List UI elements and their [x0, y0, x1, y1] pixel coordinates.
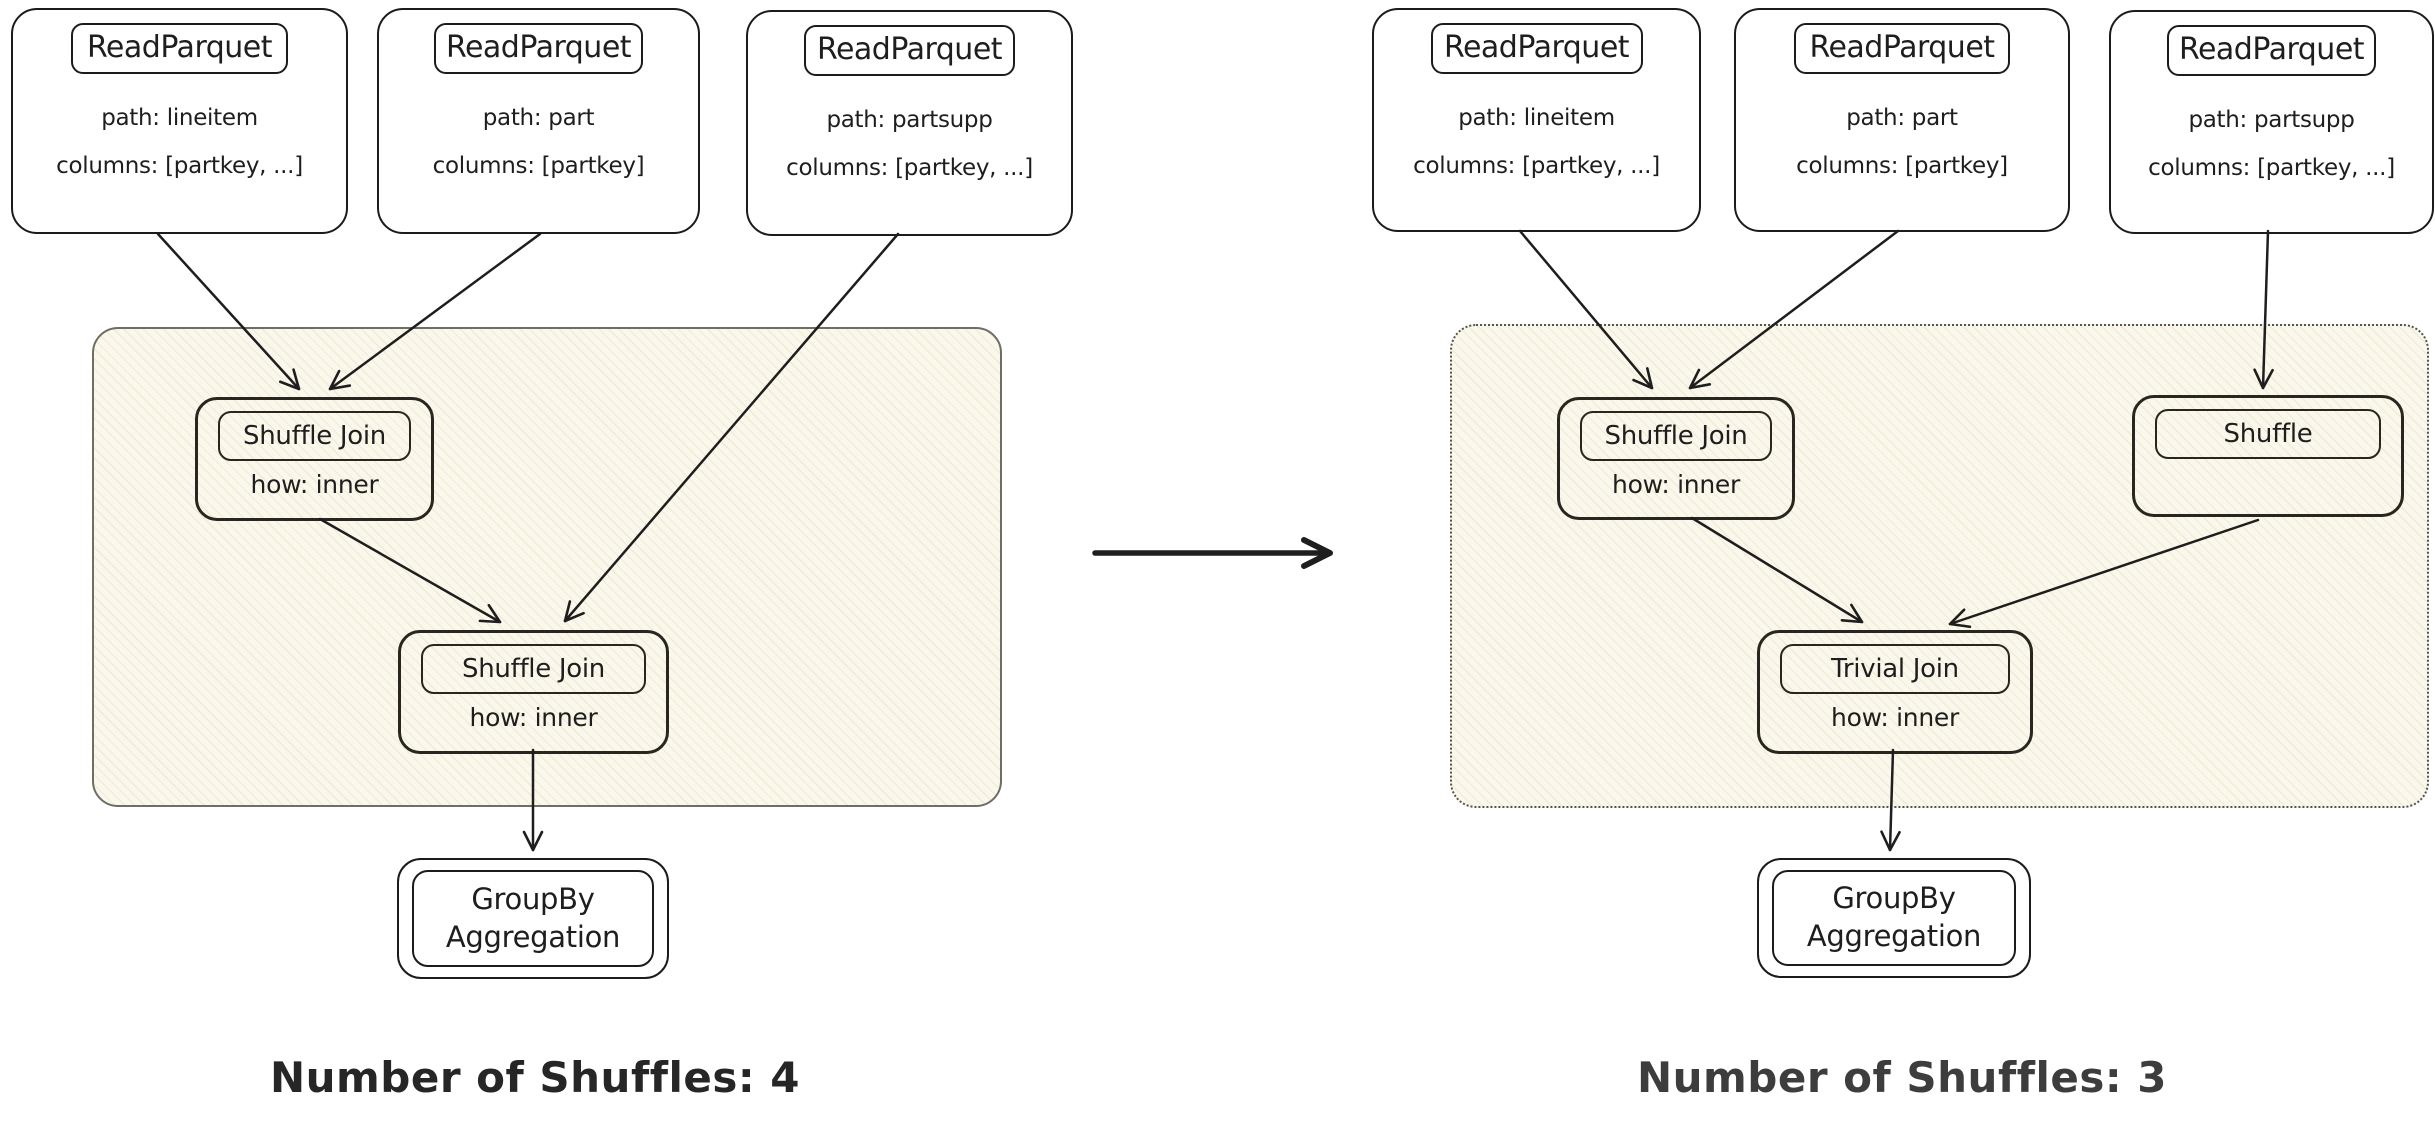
node-title: ReadParquet [70, 23, 289, 74]
left-caption: Number of Shuffles: 4 [269, 1053, 801, 1102]
node-path: path: part [482, 105, 595, 131]
groupby-label: GroupBy Aggregation [1772, 870, 2016, 966]
left-groupby-aggregation: GroupBy Aggregation [397, 858, 669, 979]
node-path: path: partsupp [2188, 107, 2355, 133]
node-path: path: lineitem [101, 105, 258, 131]
groupby-line2: Aggregation [1806, 919, 1982, 953]
node-path: path: partsupp [826, 107, 993, 133]
node-title: ReadParquet [1793, 23, 2011, 74]
node-title: Shuffle Join [218, 411, 411, 461]
node-how: how: inner [1831, 703, 1959, 732]
node-title: ReadParquet [1430, 23, 1643, 74]
node-title: ReadParquet [2166, 25, 2377, 76]
node-title: Trivial Join [1780, 644, 2010, 694]
node-columns: columns: [partkey] [1796, 153, 2008, 179]
groupby-line2: Aggregation [445, 919, 621, 954]
groupby-line1: GroupBy [1832, 881, 1956, 916]
node-how: how: inner [469, 703, 598, 732]
right-shuffle-join: Shuffle Join how: inner [1557, 397, 1795, 520]
left-readparquet-lineitem: ReadParquet path: lineitem columns: [par… [11, 8, 348, 234]
right-caption: Number of Shuffles: 3 [1636, 1053, 2168, 1102]
left-shuffle-join-1: Shuffle Join how: inner [195, 397, 434, 521]
right-readparquet-part: ReadParquet path: part columns: [partkey… [1734, 8, 2070, 232]
right-readparquet-partsupp: ReadParquet path: partsupp columns: [par… [2109, 10, 2434, 234]
right-shuffle: Shuffle [2132, 395, 2404, 517]
right-plan-shuffle-stage-container [1450, 324, 2429, 808]
left-shuffle-join-2: Shuffle Join how: inner [398, 630, 669, 754]
node-title: ReadParquet [434, 23, 643, 74]
node-columns: columns: [partkey, ...] [1413, 153, 1660, 179]
node-columns: columns: [partkey, ...] [56, 153, 303, 179]
node-columns: columns: [partkey] [432, 153, 645, 179]
node-title: Shuffle Join [1580, 411, 1772, 461]
groupby-line1: GroupBy [471, 881, 595, 916]
node-path: path: lineitem [1458, 105, 1615, 131]
node-path: path: part [1846, 105, 1958, 131]
node-columns: columns: [partkey, ...] [786, 155, 1033, 181]
node-title: Shuffle Join [421, 644, 646, 694]
node-how: how: inner [250, 470, 379, 499]
node-title: ReadParquet [804, 25, 1015, 76]
node-columns: columns: [partkey, ...] [2148, 155, 2395, 181]
right-trivial-join: Trivial Join how: inner [1757, 630, 2033, 754]
left-readparquet-part: ReadParquet path: part columns: [partkey… [377, 8, 700, 234]
node-title: Shuffle [2155, 409, 2381, 459]
groupby-label: GroupBy Aggregation [412, 870, 654, 967]
node-how: how: inner [1612, 470, 1740, 499]
right-groupby-aggregation: GroupBy Aggregation [1757, 858, 2031, 978]
right-readparquet-lineitem: ReadParquet path: lineitem columns: [par… [1372, 8, 1701, 232]
left-readparquet-partsupp: ReadParquet path: partsupp columns: [par… [746, 10, 1073, 236]
